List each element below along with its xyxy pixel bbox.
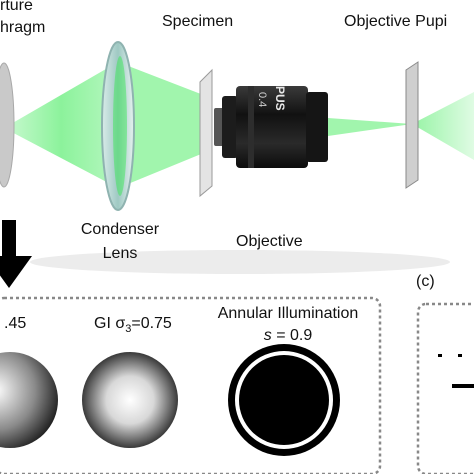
objective-pupil-plate xyxy=(405,61,419,189)
aperture-diaphragm xyxy=(0,62,15,188)
illumination-disc-2 xyxy=(82,352,178,448)
floor-shadow xyxy=(30,250,450,274)
illumination-disc-1 xyxy=(0,352,58,448)
condenser-lens-inner xyxy=(113,56,127,196)
panel-label-3-var: s xyxy=(263,327,272,344)
condenser-label-line1: Condenser xyxy=(80,221,160,238)
beam-segment-4 xyxy=(412,92,474,160)
beam-segment-1 xyxy=(4,62,118,188)
panel-label-1: .45 xyxy=(4,315,27,332)
beam-segment-2 xyxy=(118,62,206,188)
objective-pupil-label: Objective Pupi xyxy=(344,13,448,30)
condenser-label-line2: Lens xyxy=(102,245,138,262)
panel-c-dot-2 xyxy=(458,354,462,357)
panel-label-2: GI σ3=0.75 xyxy=(94,314,172,339)
objective-barrel-text-2: 0.4 xyxy=(256,92,268,108)
specimen-slide xyxy=(199,68,213,198)
panel-label-2-prefix: GI σ xyxy=(94,315,126,332)
beam-segment-3 xyxy=(328,118,412,136)
panel-label-3-line2: s = 0.9 xyxy=(200,326,376,346)
aperture-label-line1: rture xyxy=(0,0,33,14)
illumination-disc-3-core xyxy=(239,355,329,445)
panel-c-dot-1 xyxy=(438,354,442,357)
down-arrow-icon xyxy=(0,220,32,288)
panel-label-2-suffix: =0.75 xyxy=(131,315,172,332)
panel-c-label: (c) xyxy=(416,273,435,290)
aperture-label-line2: hragm xyxy=(0,19,46,36)
panel-label-3-line1: Annular Illumination xyxy=(217,305,359,322)
panel-label-3-rest: = 0.9 xyxy=(271,327,313,344)
specimen-label: Specimen xyxy=(162,13,234,30)
objective-label: Objective xyxy=(236,233,303,250)
objective-barrel-text-1: PUS xyxy=(273,86,287,111)
panel-c-box xyxy=(416,302,474,474)
objective-lens xyxy=(214,86,328,168)
panel-label-2-sub: 3 xyxy=(125,323,132,336)
panel-c-bar xyxy=(452,384,474,388)
condenser-lens xyxy=(101,41,135,211)
